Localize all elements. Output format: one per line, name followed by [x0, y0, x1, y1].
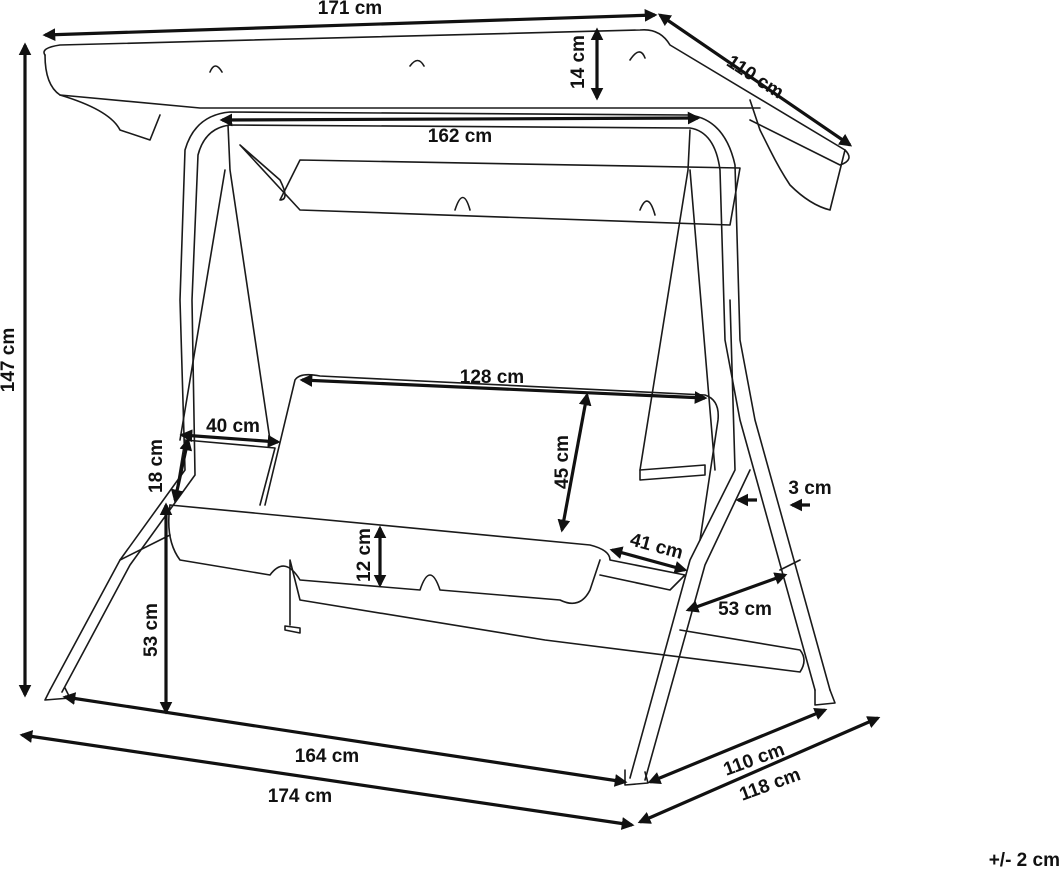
dimension-lines: [18, 8, 881, 830]
chains: [179, 124, 716, 471]
label-total-height: 147 cm: [0, 328, 19, 392]
label-backrest-height: 45 cm: [552, 435, 573, 489]
label-armrest-depth: 40 cm: [206, 416, 260, 437]
label-seat-height: 53 cm: [141, 603, 162, 657]
label-canopy-height: 14 cm: [568, 35, 589, 89]
tolerance-note: +/- 2 cm: [989, 850, 1060, 871]
frame: [44, 111, 836, 786]
label-seat-thickness: 12 cm: [354, 528, 375, 582]
label-frame-inner-depth: 53 cm: [718, 599, 772, 620]
seat: [167, 373, 720, 605]
label-backrest-width: 128 cm: [460, 367, 524, 388]
label-armrest-height: 18 cm: [146, 439, 167, 493]
label-seat-depth: 41 cm: [628, 530, 685, 564]
label-canopy-width: 171 cm: [318, 0, 382, 19]
label-base-outer-width: 174 cm: [268, 786, 332, 807]
label-base-inner-width: 164 cm: [295, 746, 359, 767]
label-hanger-span: 162 cm: [428, 126, 492, 147]
label-tube-diameter: 3 cm: [788, 478, 831, 499]
